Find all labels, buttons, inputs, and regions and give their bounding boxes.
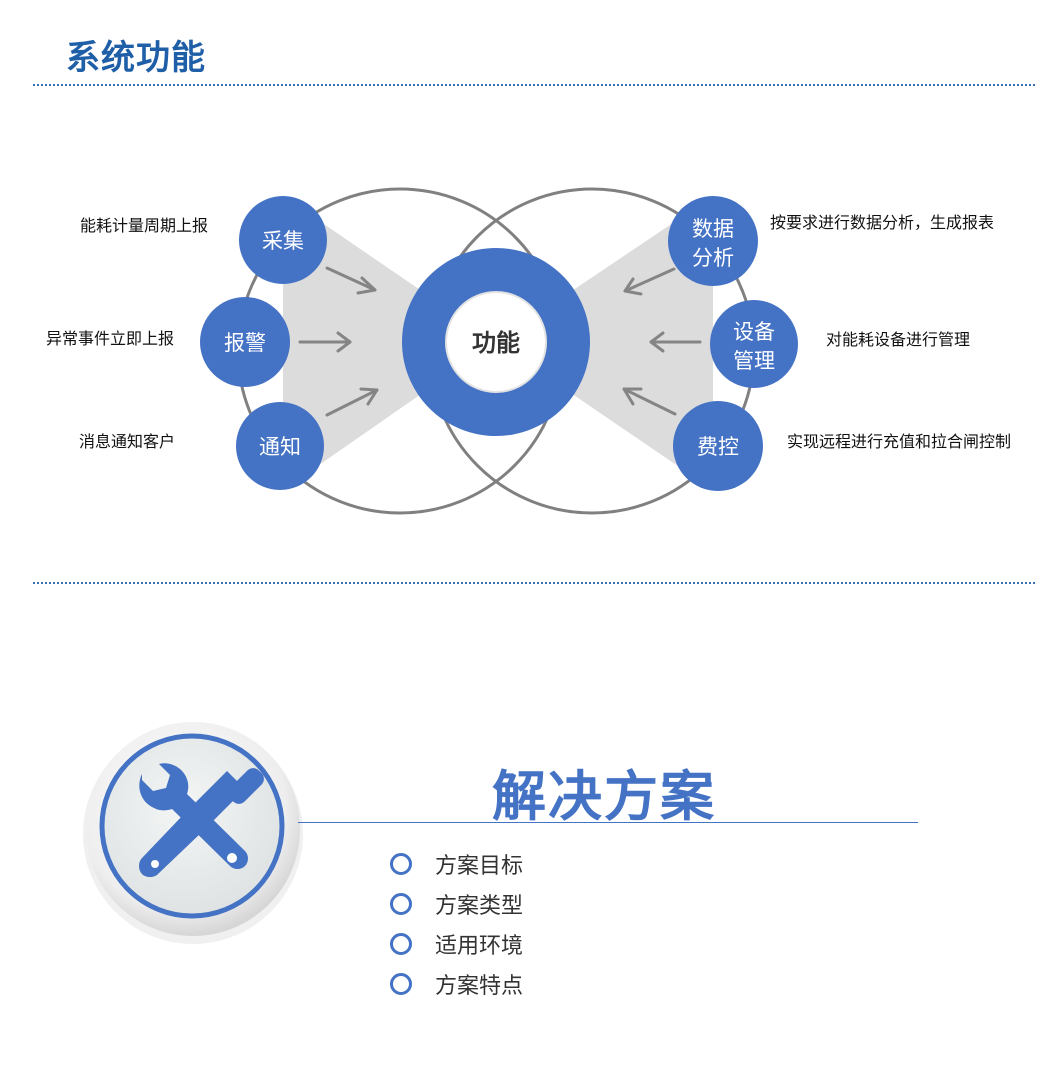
node-collect (239, 196, 327, 284)
node-analysis-label-2: 分析 (692, 246, 734, 270)
function-diagram: 功能 采集 报警 通知 数据 分析 设备 管理 费控 (200, 187, 798, 515)
arrows (298, 266, 702, 417)
solution-item-label: 方案特点 (435, 973, 524, 999)
center-label: 功能 (472, 329, 520, 357)
node-alarm-label: 报警 (224, 331, 266, 355)
solution-list: 方案目标 方案类型 适用环境 方案特点 (390, 844, 523, 1004)
node-device-label-1: 设备 (733, 320, 775, 344)
solution-item-label: 适用环境 (435, 933, 524, 959)
solution-underline (298, 822, 918, 823)
node-device-label-2: 管理 (733, 349, 775, 373)
desc-notify: 消息通知客户 (79, 432, 176, 451)
node-alarm (200, 297, 290, 387)
middle-divider (33, 582, 1035, 584)
ring-bullet-icon (390, 972, 412, 995)
list-item: 方案特点 (390, 964, 523, 1003)
desc-billing: 实现远程进行充值和拉合闸控制 (787, 432, 1012, 451)
solution-item-label: 方案类型 (435, 893, 524, 919)
arrow-collect (325, 266, 377, 295)
left-fan (283, 196, 496, 490)
node-notify (236, 402, 324, 490)
list-item: 适用环境 (390, 924, 523, 963)
node-analysis (668, 196, 758, 286)
arrow-alarm (298, 331, 352, 353)
desc-analysis: 按要求进行数据分析，生成报表 (770, 213, 995, 232)
arrow-billing (622, 387, 677, 416)
ring-bullet-icon (390, 892, 412, 915)
arrow-notify (325, 387, 379, 417)
desc-alarm: 异常事件立即上报 (46, 329, 175, 348)
node-device (710, 300, 798, 388)
node-collect-label: 采集 (262, 229, 304, 253)
center-inner (445, 291, 547, 393)
arrow-device (649, 331, 702, 353)
ring-bullet-icon (390, 932, 412, 955)
desc-collect: 能耗计量周期上报 (80, 216, 209, 235)
list-item: 方案类型 (390, 884, 523, 923)
node-billing (673, 401, 763, 491)
node-analysis-label-1: 数据 (692, 217, 734, 241)
page-title: 系统功能 (66, 38, 206, 78)
list-item: 方案目标 (390, 844, 523, 883)
wrench-screwdriver-icon (83, 722, 303, 944)
solution-title: 解决方案 (492, 765, 716, 828)
top-divider (33, 84, 1035, 86)
solution-item-label: 方案目标 (435, 853, 524, 879)
node-billing-label: 费控 (697, 435, 739, 459)
desc-device: 对能耗设备进行管理 (826, 330, 971, 349)
node-notify-label: 通知 (259, 435, 301, 459)
ring-bullet-icon (390, 852, 412, 875)
right-fan (496, 196, 713, 490)
arrow-analysis (623, 267, 676, 296)
